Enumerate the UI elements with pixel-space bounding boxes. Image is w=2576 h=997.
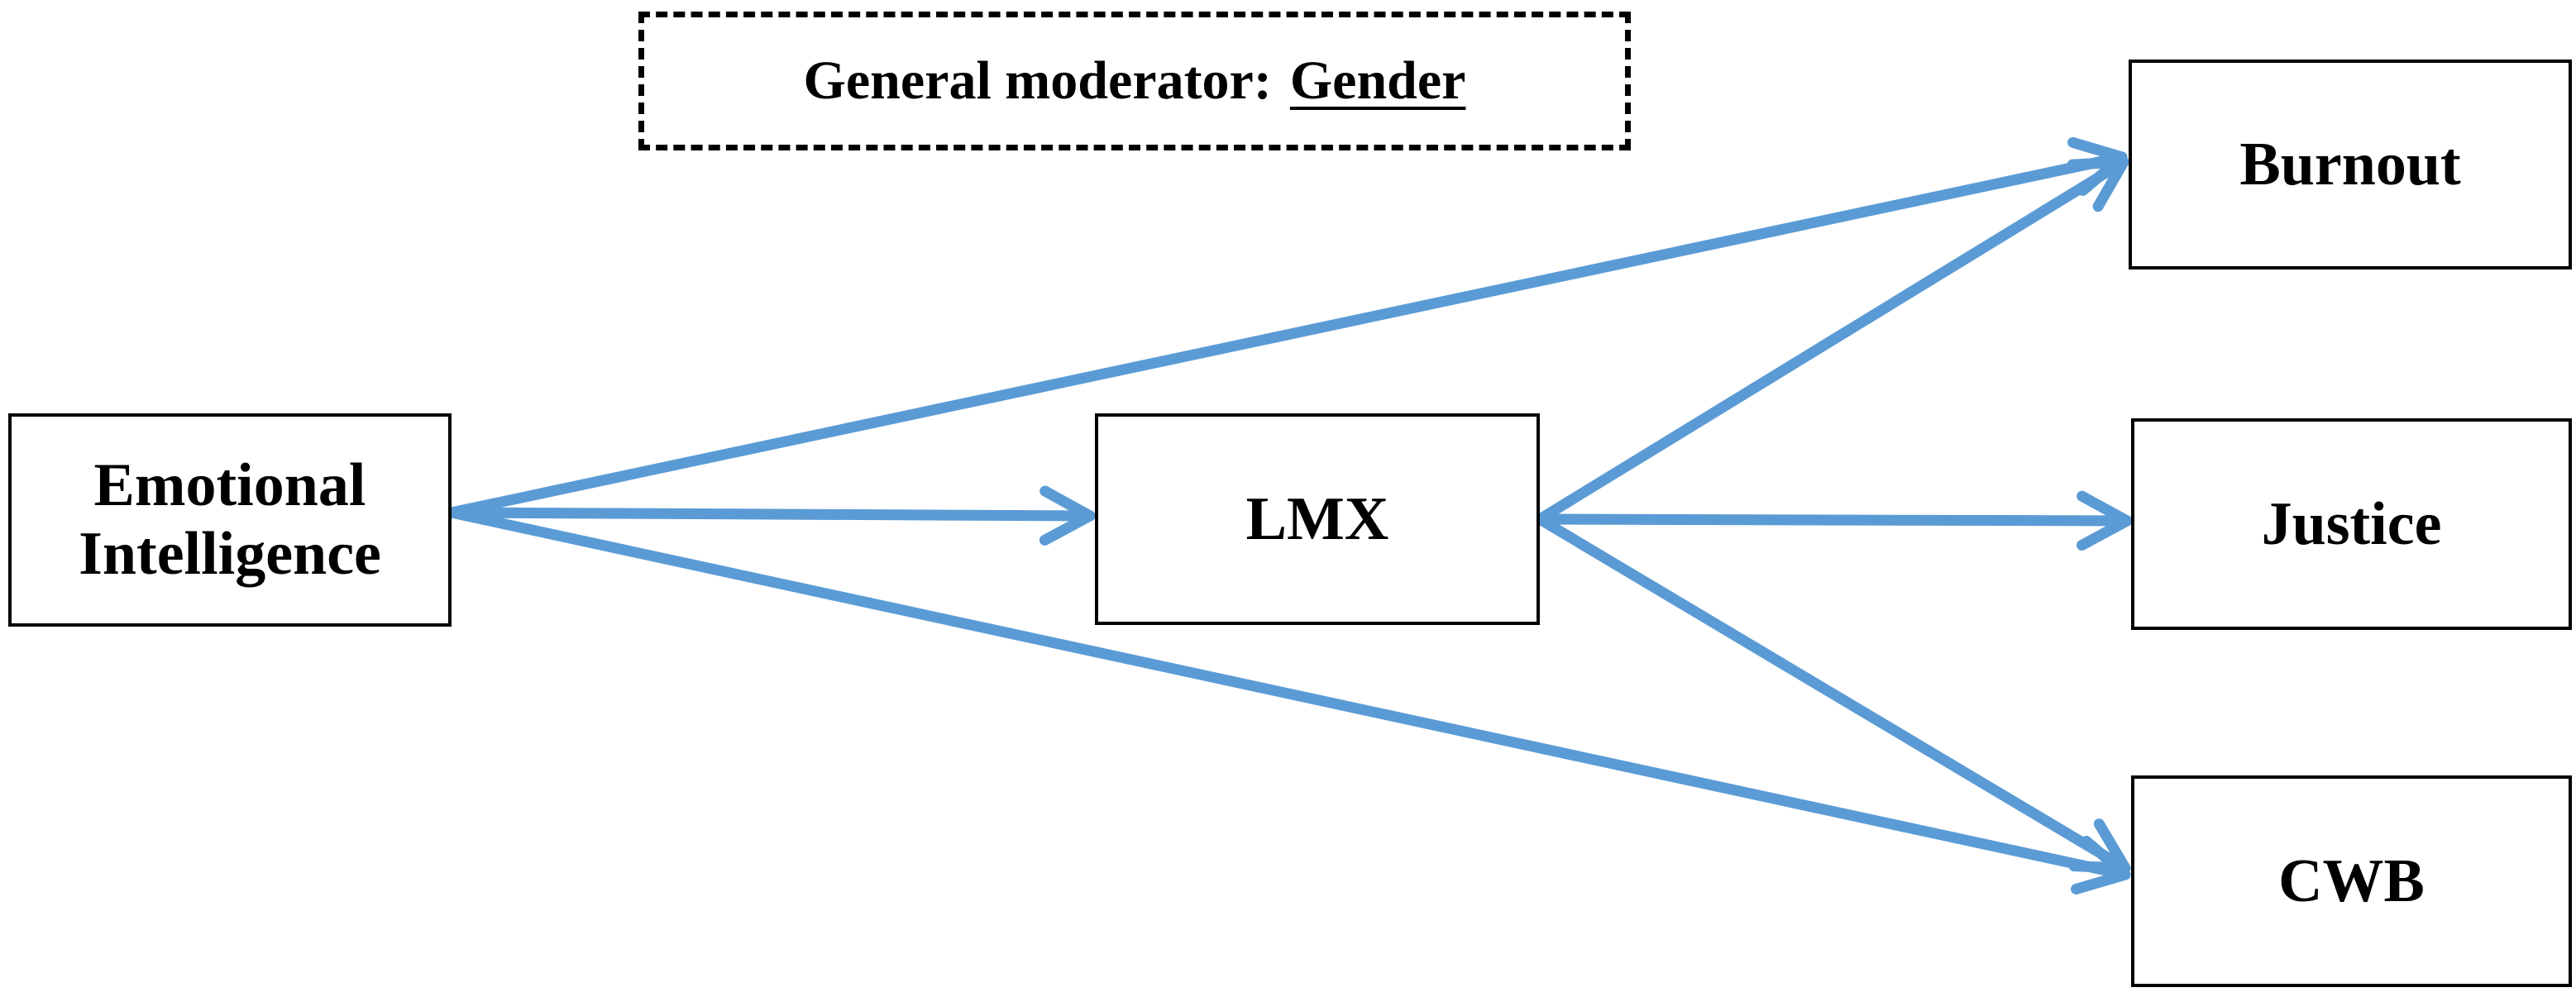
- node-justice-label: Justice: [2261, 489, 2442, 558]
- arrow-emotional-intelligence-to-lmx: [446, 485, 1096, 546]
- arrow-line: [1534, 513, 2133, 527]
- node-burnout-label: Burnout: [2239, 130, 2461, 198]
- node-lmx: LMX: [1095, 413, 1540, 625]
- arrow-head: [2068, 818, 2131, 874]
- node-emotional-intelligence: Emotional Intelligence: [8, 413, 452, 627]
- arrow-lmx-to-justice: [1534, 490, 2133, 551]
- arrow-line: [446, 507, 2131, 880]
- node-burnout: Burnout: [2129, 60, 2572, 270]
- node-cwb: CWB: [2131, 775, 2572, 987]
- node-cwb-label: CWB: [2278, 847, 2425, 915]
- moderator-box: General moderator: Gender: [638, 12, 1631, 150]
- node-lmx-label: LMX: [1245, 484, 1389, 553]
- arrow-head: [1039, 485, 1096, 546]
- arrow-line: [1534, 513, 2131, 874]
- arrow-lmx-to-cwb: [1534, 513, 2131, 874]
- node-emotional-intelligence-line1: Emotional: [93, 451, 366, 520]
- node-justice: Justice: [2131, 418, 2572, 630]
- arrow-line: [1534, 156, 2129, 525]
- arrow-lmx-to-burnout: [1534, 156, 2129, 525]
- moderator-value: Gender: [1289, 50, 1466, 111]
- arrow-head: [2076, 490, 2133, 551]
- arrow-head: [2067, 156, 2129, 212]
- arrow-line: [446, 507, 1096, 522]
- arrow-line: [446, 151, 2128, 518]
- node-emotional-intelligence-line2: Intelligence: [79, 520, 381, 588]
- moderator-label: General moderator:: [803, 50, 1272, 111]
